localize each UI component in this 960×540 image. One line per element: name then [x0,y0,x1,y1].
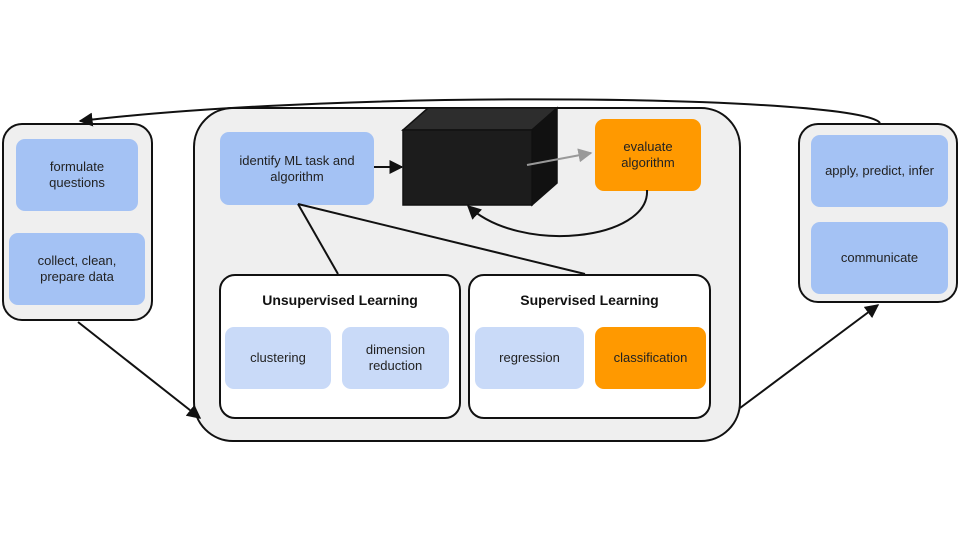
identify-task-label: identify ML task and algorithm [239,152,355,184]
supervised-learning-panel: Supervised Learning regression classific… [468,274,711,419]
identify-task-box: identify ML task and algorithm [220,132,374,205]
unsupervised-learning-title: Unsupervised Learning [262,292,418,308]
regression-box: regression [475,327,584,389]
communicate-label: communicate [840,250,919,265]
supervised-learning-title: Supervised Learning [520,292,659,308]
evaluate-algorithm-box: evaluate algorithm [595,119,701,191]
clustering-box: clustering [225,327,331,389]
preprocess-label: preprocess, build / train [415,152,514,183]
apply-predict-box: apply, predict, infer [811,135,948,207]
apply-predict-label: apply, predict, infer [825,163,934,178]
evaluate-algorithm-label: evaluate algorithm [621,139,675,170]
classification-box: classification [595,327,706,389]
clustering-label: clustering [250,350,306,365]
center-to-right-arrow [739,304,880,409]
communicate-box: communicate [811,222,948,294]
collect-data-label: collect, clean, prepare data [37,253,117,284]
formulate-questions-label: formulate questions [49,159,105,190]
dimension-reduction-box: dimension reduction [342,327,449,389]
left-panel: formulate questions collect, clean, prep… [2,123,153,321]
left-to-center-arrow [77,321,202,419]
unsupervised-learning-panel: Unsupervised Learning clustering dimensi… [219,274,461,419]
regression-label: regression [499,350,560,365]
collect-data-box: collect, clean, prepare data [9,233,145,305]
formulate-questions-box: formulate questions [16,139,138,211]
dimension-reduction-label: dimension reduction [365,342,426,373]
classification-label: classification [613,350,688,365]
right-panel: apply, predict, infer communicate [798,123,958,303]
